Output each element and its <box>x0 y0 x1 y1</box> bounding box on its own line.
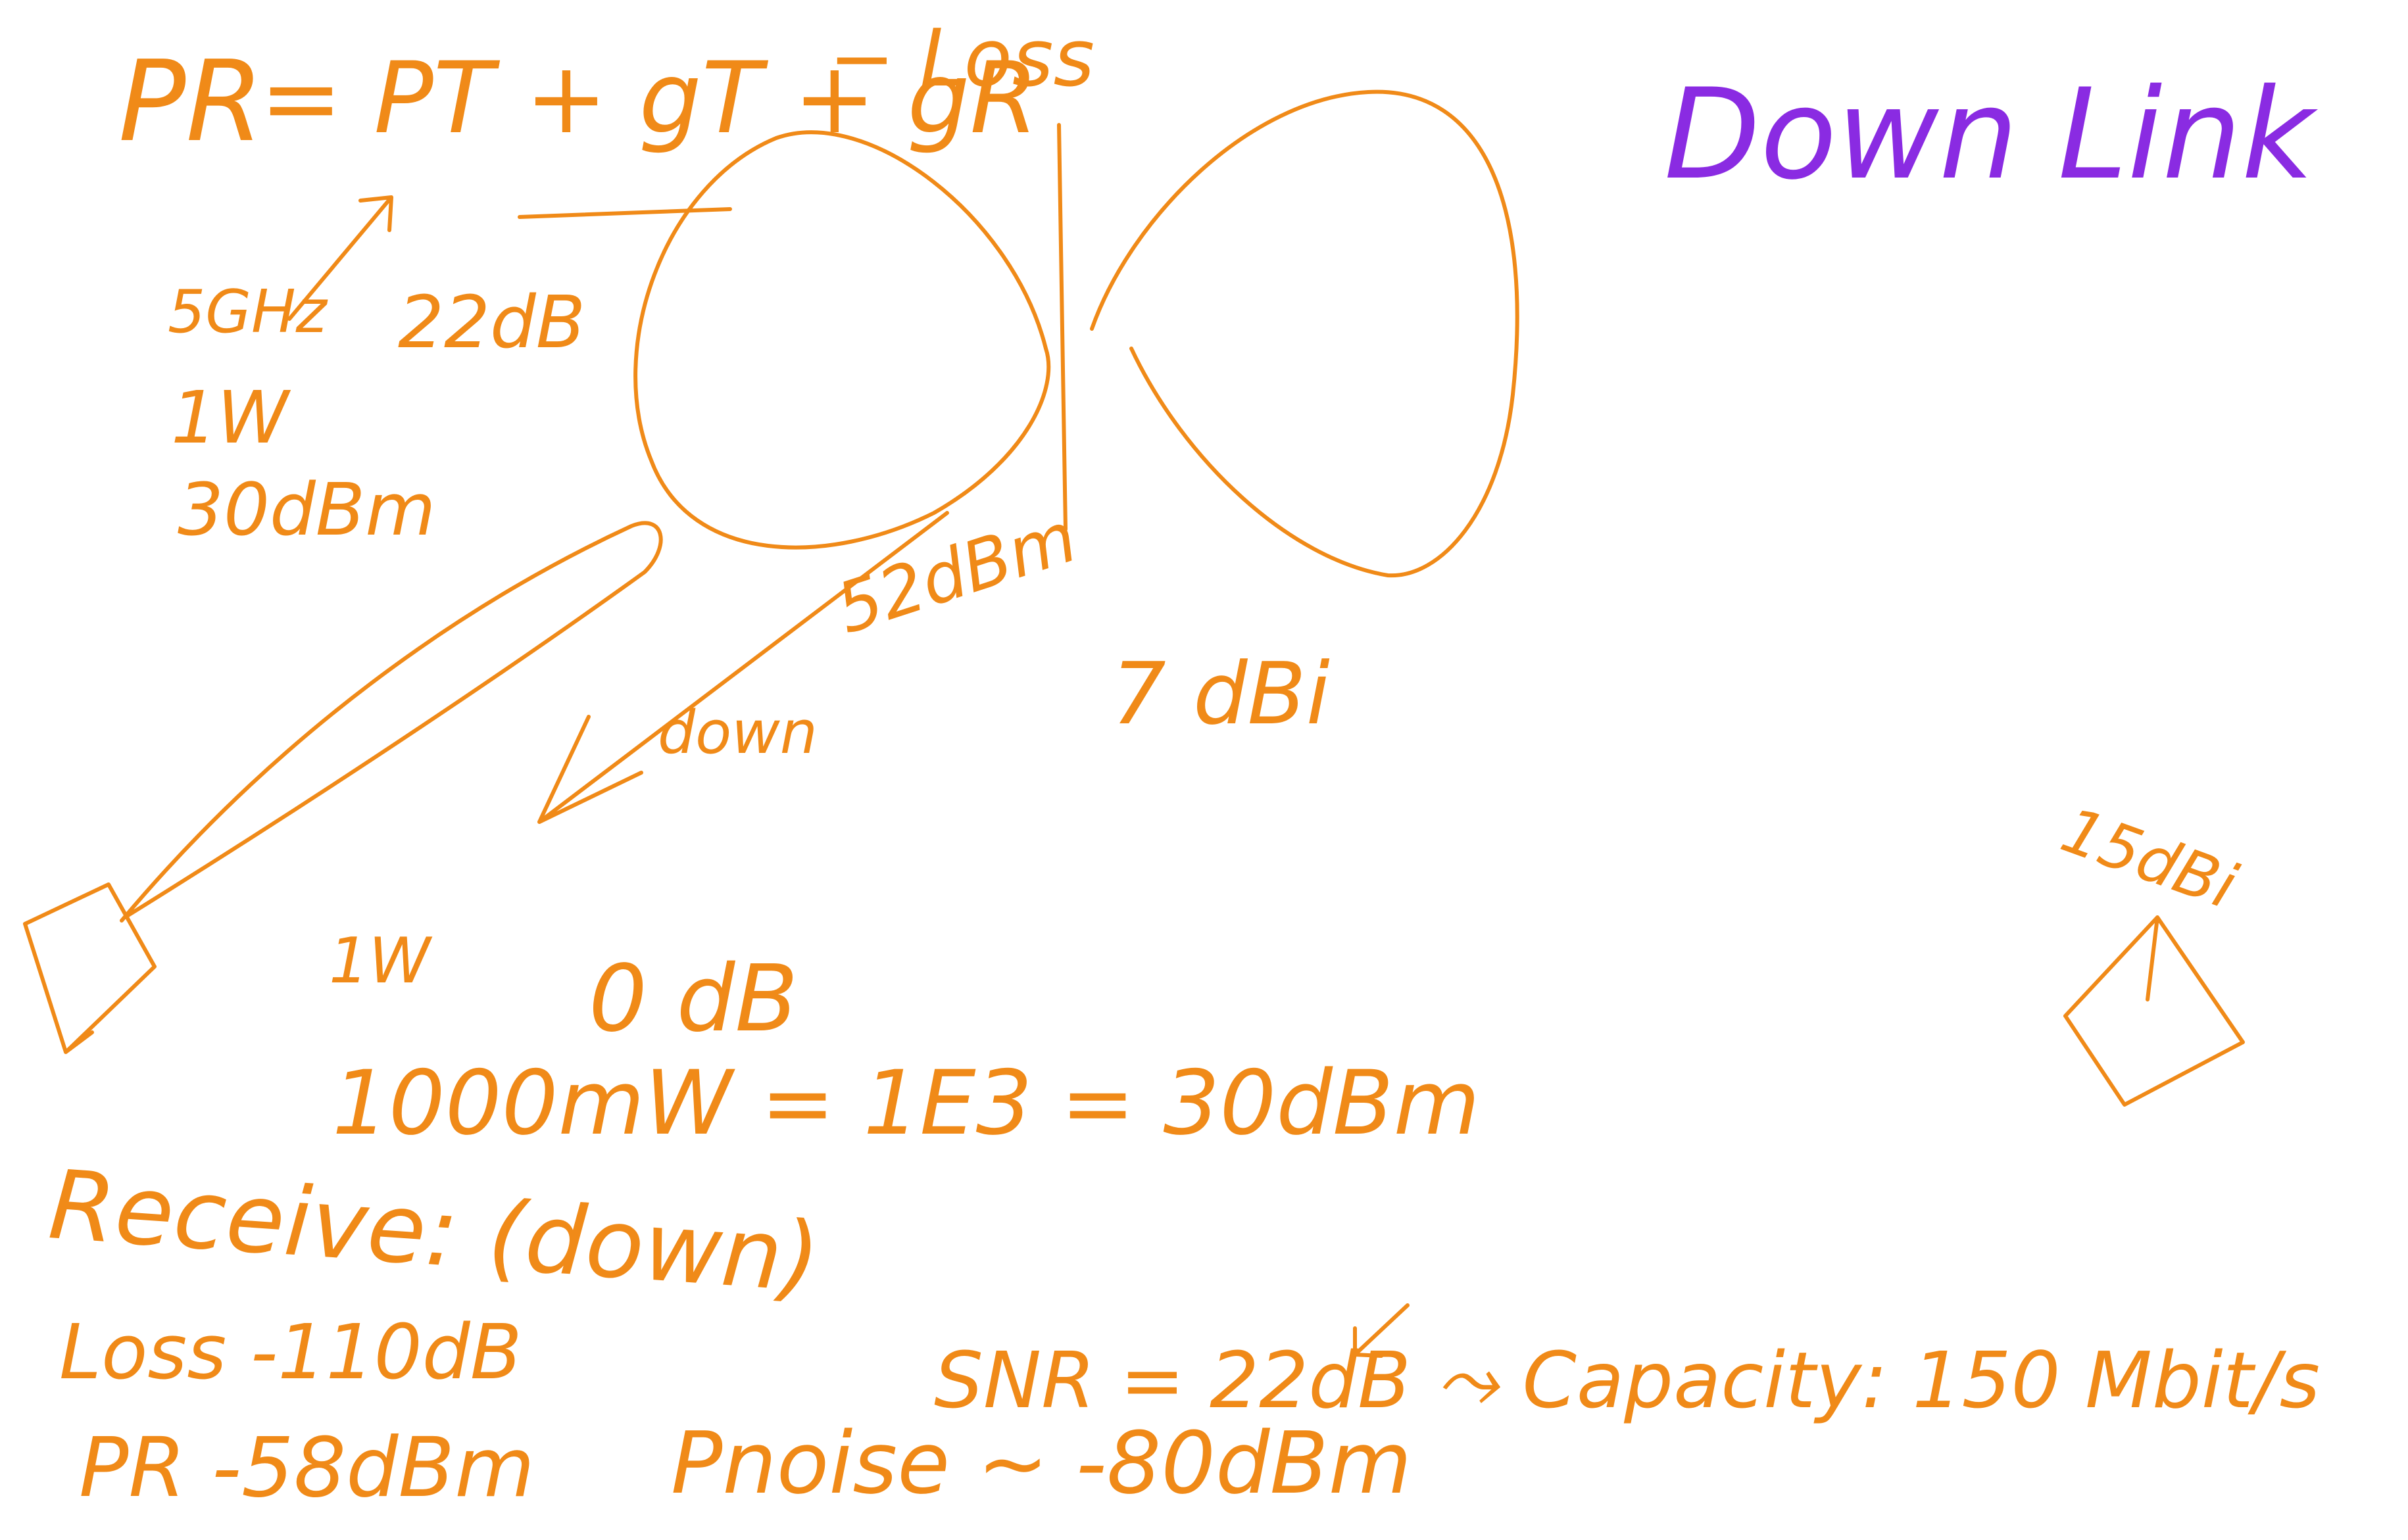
formula-rhs: = PT + gT + gR <box>260 41 1039 156</box>
down-label: down <box>658 698 818 767</box>
snr-pointer-arrow <box>1353 1303 1410 1358</box>
pr-line: PR -58dBm <box>79 1420 535 1516</box>
tx-power-dbm-label: 30dBm <box>178 468 436 552</box>
freq-to-formula-arrow <box>287 195 393 321</box>
directed-beam-lobe <box>120 521 663 923</box>
conversion-line: 1000mW = 1E3 = 30dBm <box>332 1051 1481 1155</box>
downlink-title: Down Link <box>1664 62 2314 207</box>
down-direction-arrow <box>537 511 949 824</box>
noise-line: Pnoise ~ -80dBm <box>671 1413 1412 1513</box>
formula-dash-stroke <box>518 207 732 219</box>
formula-lhs: PR <box>118 37 264 167</box>
snr-capacity-line: SNR = 22dB ⤳ Capacity: 150 Mbit/s <box>934 1335 2321 1426</box>
rx-antenna-gain-label: 7 dBi <box>1112 644 1330 744</box>
left-antenna-lobe <box>633 130 1051 550</box>
formula-loss: − Loss <box>829 13 1095 105</box>
freq-label: 5GHz <box>168 277 327 347</box>
right-device-sketch <box>2063 915 2245 1107</box>
tx-power-watt-label: 1W <box>171 375 289 460</box>
antenna-mast-line <box>1057 123 1068 531</box>
one-watt-label: 1W <box>329 925 431 998</box>
right-antenna-lobe <box>1090 89 1519 578</box>
tx-gain-label: 22dB <box>398 280 586 364</box>
left-device-sketch <box>23 882 157 1054</box>
loss-line: Loss -110dB <box>59 1309 522 1397</box>
zero-db-label: 0 dB <box>589 946 799 1053</box>
